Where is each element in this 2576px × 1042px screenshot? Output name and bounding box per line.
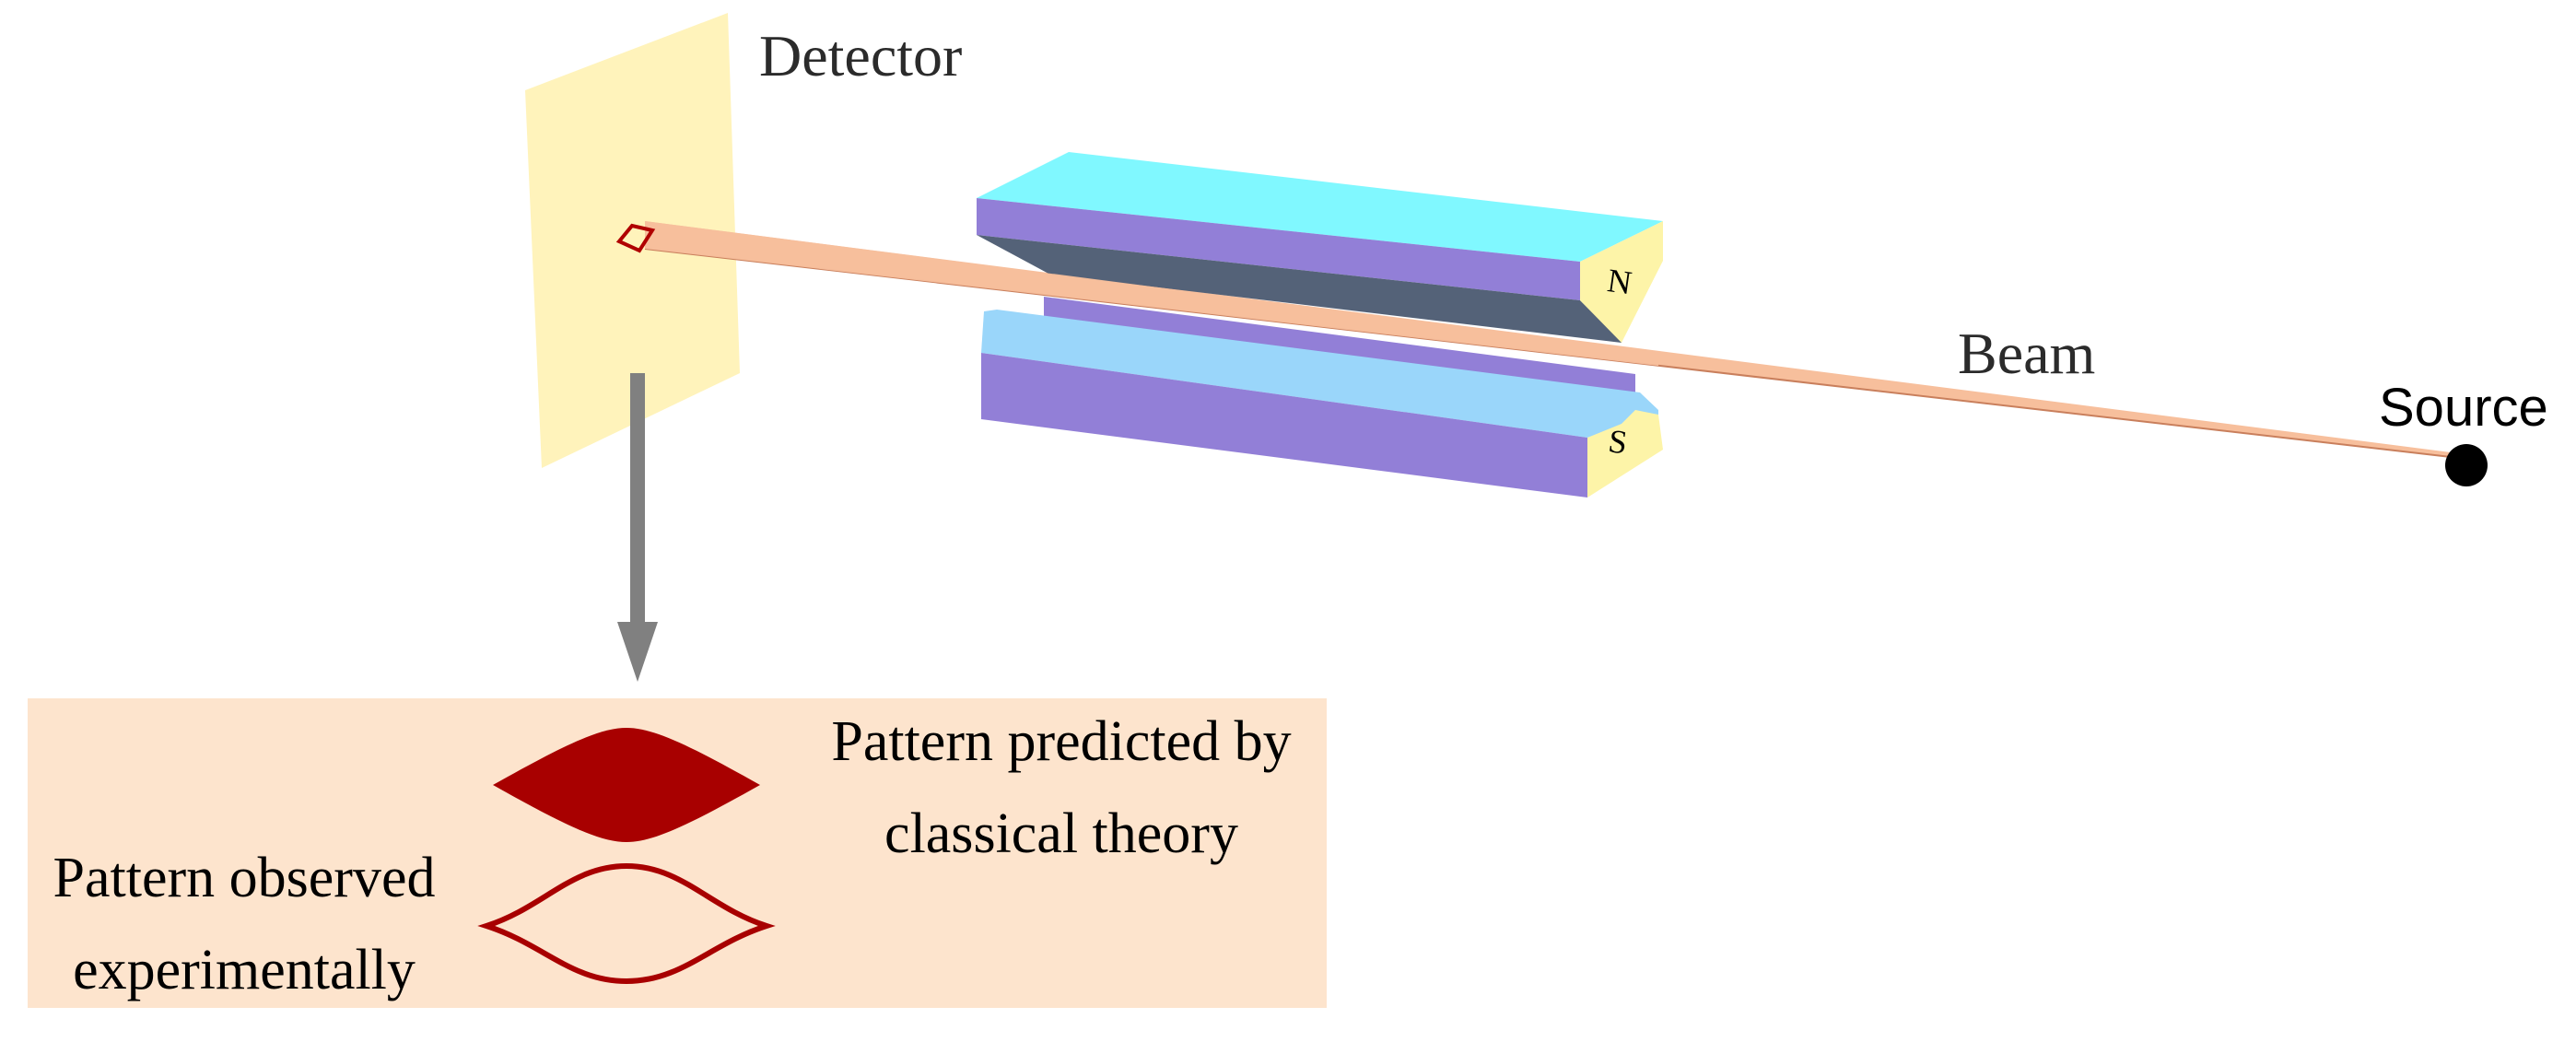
predicted-caption-line-1: Pattern predicted by (831, 710, 1291, 773)
result-panel: Pattern predicted by classical theory Pa… (28, 698, 1327, 1008)
magnet-north-inner-shadow (977, 235, 1622, 343)
observed-caption-line-2: experimentally (73, 939, 416, 1001)
predicted-pattern-icon (493, 728, 760, 842)
arrow-head (617, 622, 658, 682)
magnet-north-end-face (1580, 221, 1663, 343)
detector-label: Detector (759, 23, 962, 88)
magnet-north-label: N (1605, 262, 1633, 301)
magnet-north-side-face (977, 198, 1580, 300)
beam-over-magnet (645, 221, 1658, 366)
beam-impact-marker (615, 223, 656, 253)
arrow-shaft (630, 373, 645, 626)
magnet-south-pole: S (981, 297, 1663, 498)
beam-label: Beam (1958, 321, 2095, 386)
magnet-south-top-face (981, 310, 1658, 438)
source-label: Source (2379, 378, 2548, 438)
observed-pattern-icon (477, 862, 776, 985)
magnet-south-end-face (1587, 410, 1663, 498)
observed-caption-line-1: Pattern observed (53, 847, 436, 909)
detector-plate (525, 13, 740, 468)
predicted-caption-line-2: classical theory (884, 802, 1238, 865)
magnet-south-side-face (981, 353, 1587, 498)
magnet-north-pole: N (977, 152, 1663, 343)
down-arrow (617, 373, 658, 682)
magnet-north-top-face (977, 152, 1663, 262)
source-dot (2445, 444, 2488, 486)
